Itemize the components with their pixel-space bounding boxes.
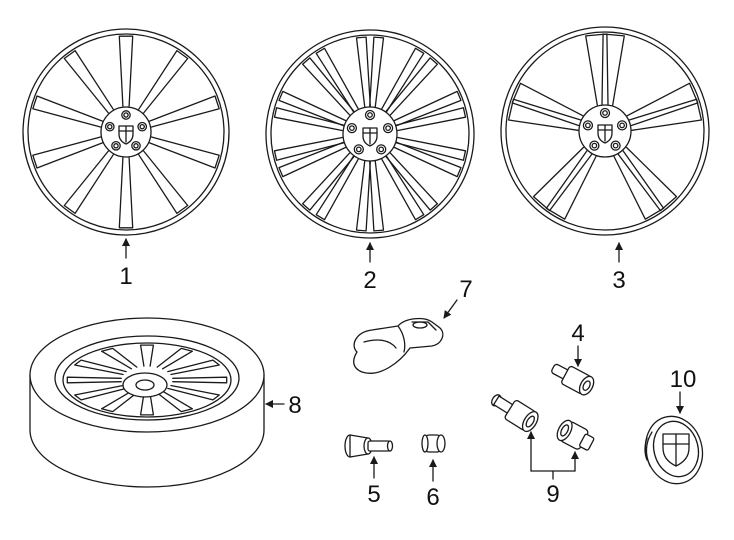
valve-stem[interactable] [344,434,394,458]
valve-cap[interactable] [421,434,446,453]
callout-8: 8 [288,392,301,419]
callout-7: 7 [459,276,472,303]
lock-bolt[interactable] [548,359,596,397]
spare-tire[interactable] [29,317,265,488]
callout-10: 10 [670,366,697,393]
wheel-2[interactable] [265,29,475,239]
center-cap[interactable] [638,410,710,490]
wheel-3[interactable] [500,26,710,236]
lug-nut[interactable] [554,418,596,454]
callout-1: 1 [119,263,132,290]
callout-6: 6 [426,484,439,511]
wheel-1[interactable] [22,28,230,236]
tpms-sensor[interactable] [353,317,444,374]
callout-9: 9 [546,481,559,508]
callout-5: 5 [367,481,380,508]
callout-3: 3 [612,267,625,294]
lug-bolt-long[interactable] [487,389,541,434]
callout-2: 2 [363,267,376,294]
leader-lines [122,238,684,482]
callout-4: 4 [571,320,584,347]
